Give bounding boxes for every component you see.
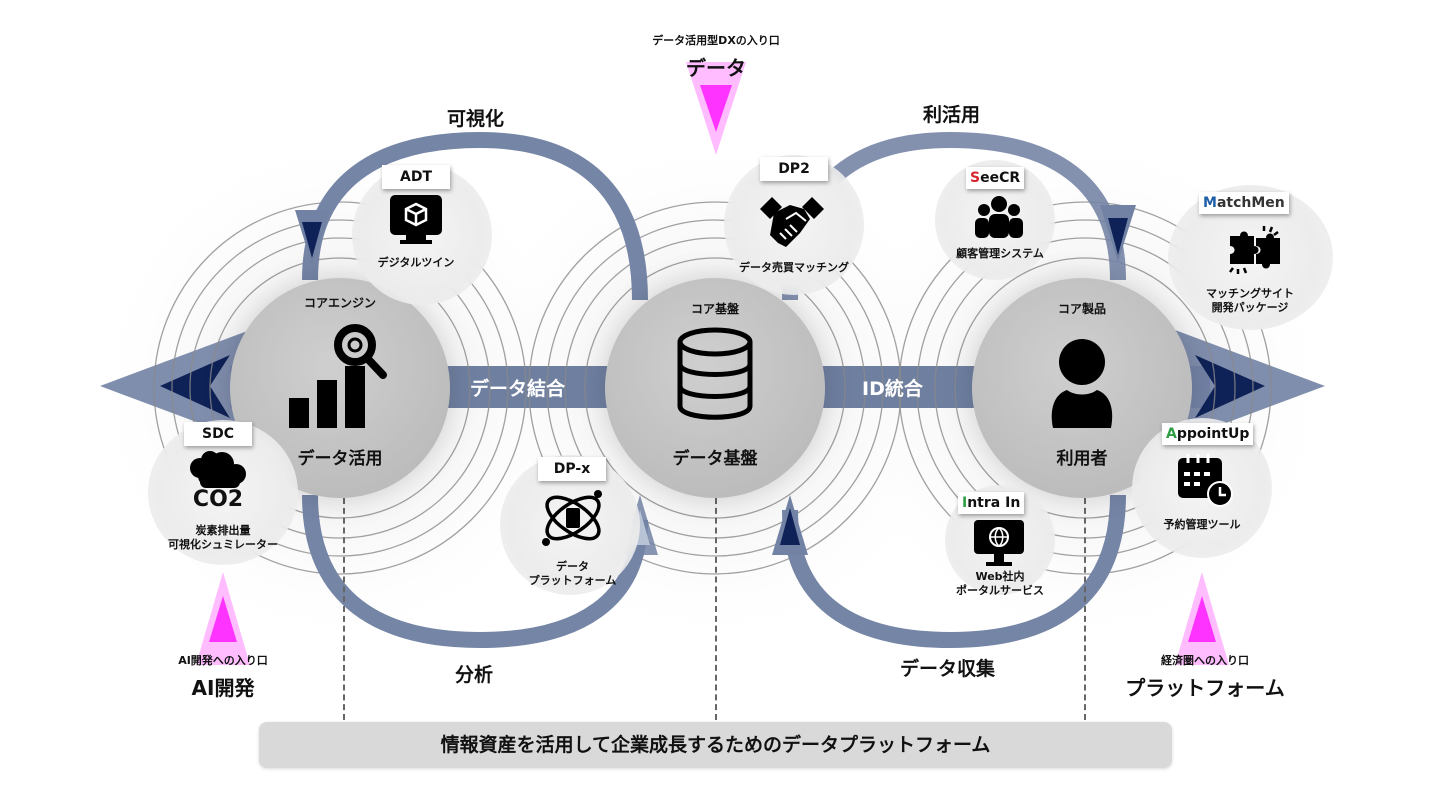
calendar-clock-icon bbox=[1178, 454, 1233, 507]
footer-banner: 情報資産を活用して企業成長するためのデータプラットフォーム bbox=[259, 722, 1172, 768]
intrain-label-line2: ポータルサービス bbox=[956, 584, 1044, 597]
left-entry-title: AI開発 bbox=[191, 676, 255, 700]
sdc-co2-text: CO2 bbox=[192, 487, 244, 512]
atom-chip-icon bbox=[542, 490, 602, 546]
left-entry-caption: AI開発への入り口 bbox=[178, 654, 268, 667]
core-engine-sub: コアエンジン bbox=[303, 296, 376, 310]
dpx-label-line1: データ bbox=[556, 560, 589, 573]
right-entry-arrow-inner bbox=[1188, 596, 1216, 642]
flow-label-collect: データ収集 bbox=[900, 658, 996, 680]
appointup-logo: AppointUp bbox=[1162, 423, 1254, 445]
sdc-label: 炭素排出量 可視化シュミレーター bbox=[153, 524, 293, 552]
adt-label: デジタルツイン bbox=[377, 256, 455, 269]
monitor-cube-icon bbox=[390, 195, 442, 244]
top-entry-arrow-inner bbox=[700, 85, 732, 132]
appointup-logo-mark: A bbox=[1166, 426, 1177, 442]
right-entry-title: プラットフォーム bbox=[1125, 676, 1285, 700]
sdc-label-line1: 炭素排出量 bbox=[195, 524, 251, 537]
sdc-badge: SDC bbox=[184, 422, 252, 446]
monitor-globe-icon bbox=[974, 520, 1024, 566]
chart-search-icon bbox=[289, 324, 387, 428]
matchmen-logo-mark: M bbox=[1203, 195, 1217, 211]
seecr-logo: SeeCR bbox=[966, 167, 1025, 189]
group-icon bbox=[975, 196, 1023, 238]
arc-visualize bbox=[302, 131, 648, 301]
matchmen-logo: MatchMen bbox=[1199, 192, 1289, 214]
arc-analyze bbox=[302, 494, 648, 649]
intrain-logo: Intra In bbox=[958, 492, 1025, 514]
core-platform-title: データ基盤 bbox=[672, 449, 758, 469]
core-platform[interactable]: コア基盤 データ基盤 bbox=[605, 278, 825, 498]
arc-utilize-arrow-inner bbox=[1108, 218, 1128, 255]
handshake-icon bbox=[760, 197, 824, 247]
dash-line-right bbox=[1084, 498, 1086, 720]
core-product-sub: コア製品 bbox=[1057, 302, 1106, 316]
band-label-id-integration: ID統合 bbox=[862, 378, 923, 400]
right-entry-caption: 経済圏への入り口 bbox=[1161, 654, 1249, 667]
dash-line-left bbox=[343, 498, 345, 720]
arc-visualize-arrow-inner bbox=[302, 222, 322, 258]
intrain-label-line1: Web社内 bbox=[975, 570, 1025, 583]
arc-collect bbox=[782, 494, 1126, 649]
intrain-logo-text: ntra In bbox=[967, 495, 1021, 511]
dash-line-center bbox=[715, 498, 717, 720]
matchmen-label-line1: マッチングサイト bbox=[1206, 287, 1294, 300]
intrain-logo-mark: I bbox=[962, 495, 968, 511]
matchmen-label-line2: 開発パッケージ bbox=[1211, 301, 1289, 314]
flow-label-utilize: 利活用 bbox=[923, 104, 981, 126]
sdc-label-line2: 可視化シュミレーター bbox=[168, 538, 278, 551]
left-entry-arrow-inner bbox=[209, 596, 237, 642]
appointup-logo-text: ppointUp bbox=[1176, 426, 1250, 442]
dpx-label: データ プラットフォーム bbox=[520, 560, 625, 588]
footer-text: 情報資産を活用して企業成長するためのデータプラットフォーム bbox=[440, 734, 991, 756]
core-platform-sub: コア基盤 bbox=[690, 302, 739, 316]
flow-label-visualize: 可視化 bbox=[447, 108, 505, 130]
matchmen-logo-text: atchMen bbox=[1216, 195, 1285, 211]
dpx-badge: DP-x bbox=[538, 457, 606, 481]
seecr-logo-text: eeCR bbox=[980, 170, 1021, 186]
puzzle-icon bbox=[1229, 226, 1280, 274]
left-arrow-inner bbox=[160, 355, 230, 418]
user-icon bbox=[1051, 339, 1113, 428]
band-label-data-join: データ結合 bbox=[470, 378, 566, 400]
flow-label-analyze: 分析 bbox=[455, 664, 494, 686]
cloud-co2-icon bbox=[190, 451, 246, 488]
database-icon bbox=[677, 327, 753, 420]
rings-left bbox=[153, 201, 527, 575]
dp2-label: データ売買マッチング bbox=[739, 261, 849, 274]
arc-collect-arrow-inner bbox=[780, 508, 800, 545]
core-engine-title: データ活用 bbox=[297, 449, 383, 469]
top-entry-caption: データ活用型DXの入り口 bbox=[652, 34, 780, 47]
right-arrow-inner bbox=[1195, 355, 1265, 418]
seecr-logo-mark: S bbox=[970, 170, 981, 186]
intrain-label: Web社内 ポータルサービス bbox=[945, 570, 1055, 598]
core-product-title: 利用者 bbox=[1056, 449, 1108, 469]
dpx-label-line2: プラットフォーム bbox=[528, 574, 617, 587]
seecr-label: 顧客管理システム bbox=[956, 247, 1044, 260]
dp2-badge: DP2 bbox=[760, 157, 828, 181]
appointup-label: 予約管理ツール bbox=[1163, 518, 1241, 531]
matchmen-label: マッチングサイト 開発パッケージ bbox=[1190, 287, 1310, 315]
top-entry-title: データ bbox=[686, 56, 746, 80]
adt-badge: ADT bbox=[382, 165, 450, 189]
